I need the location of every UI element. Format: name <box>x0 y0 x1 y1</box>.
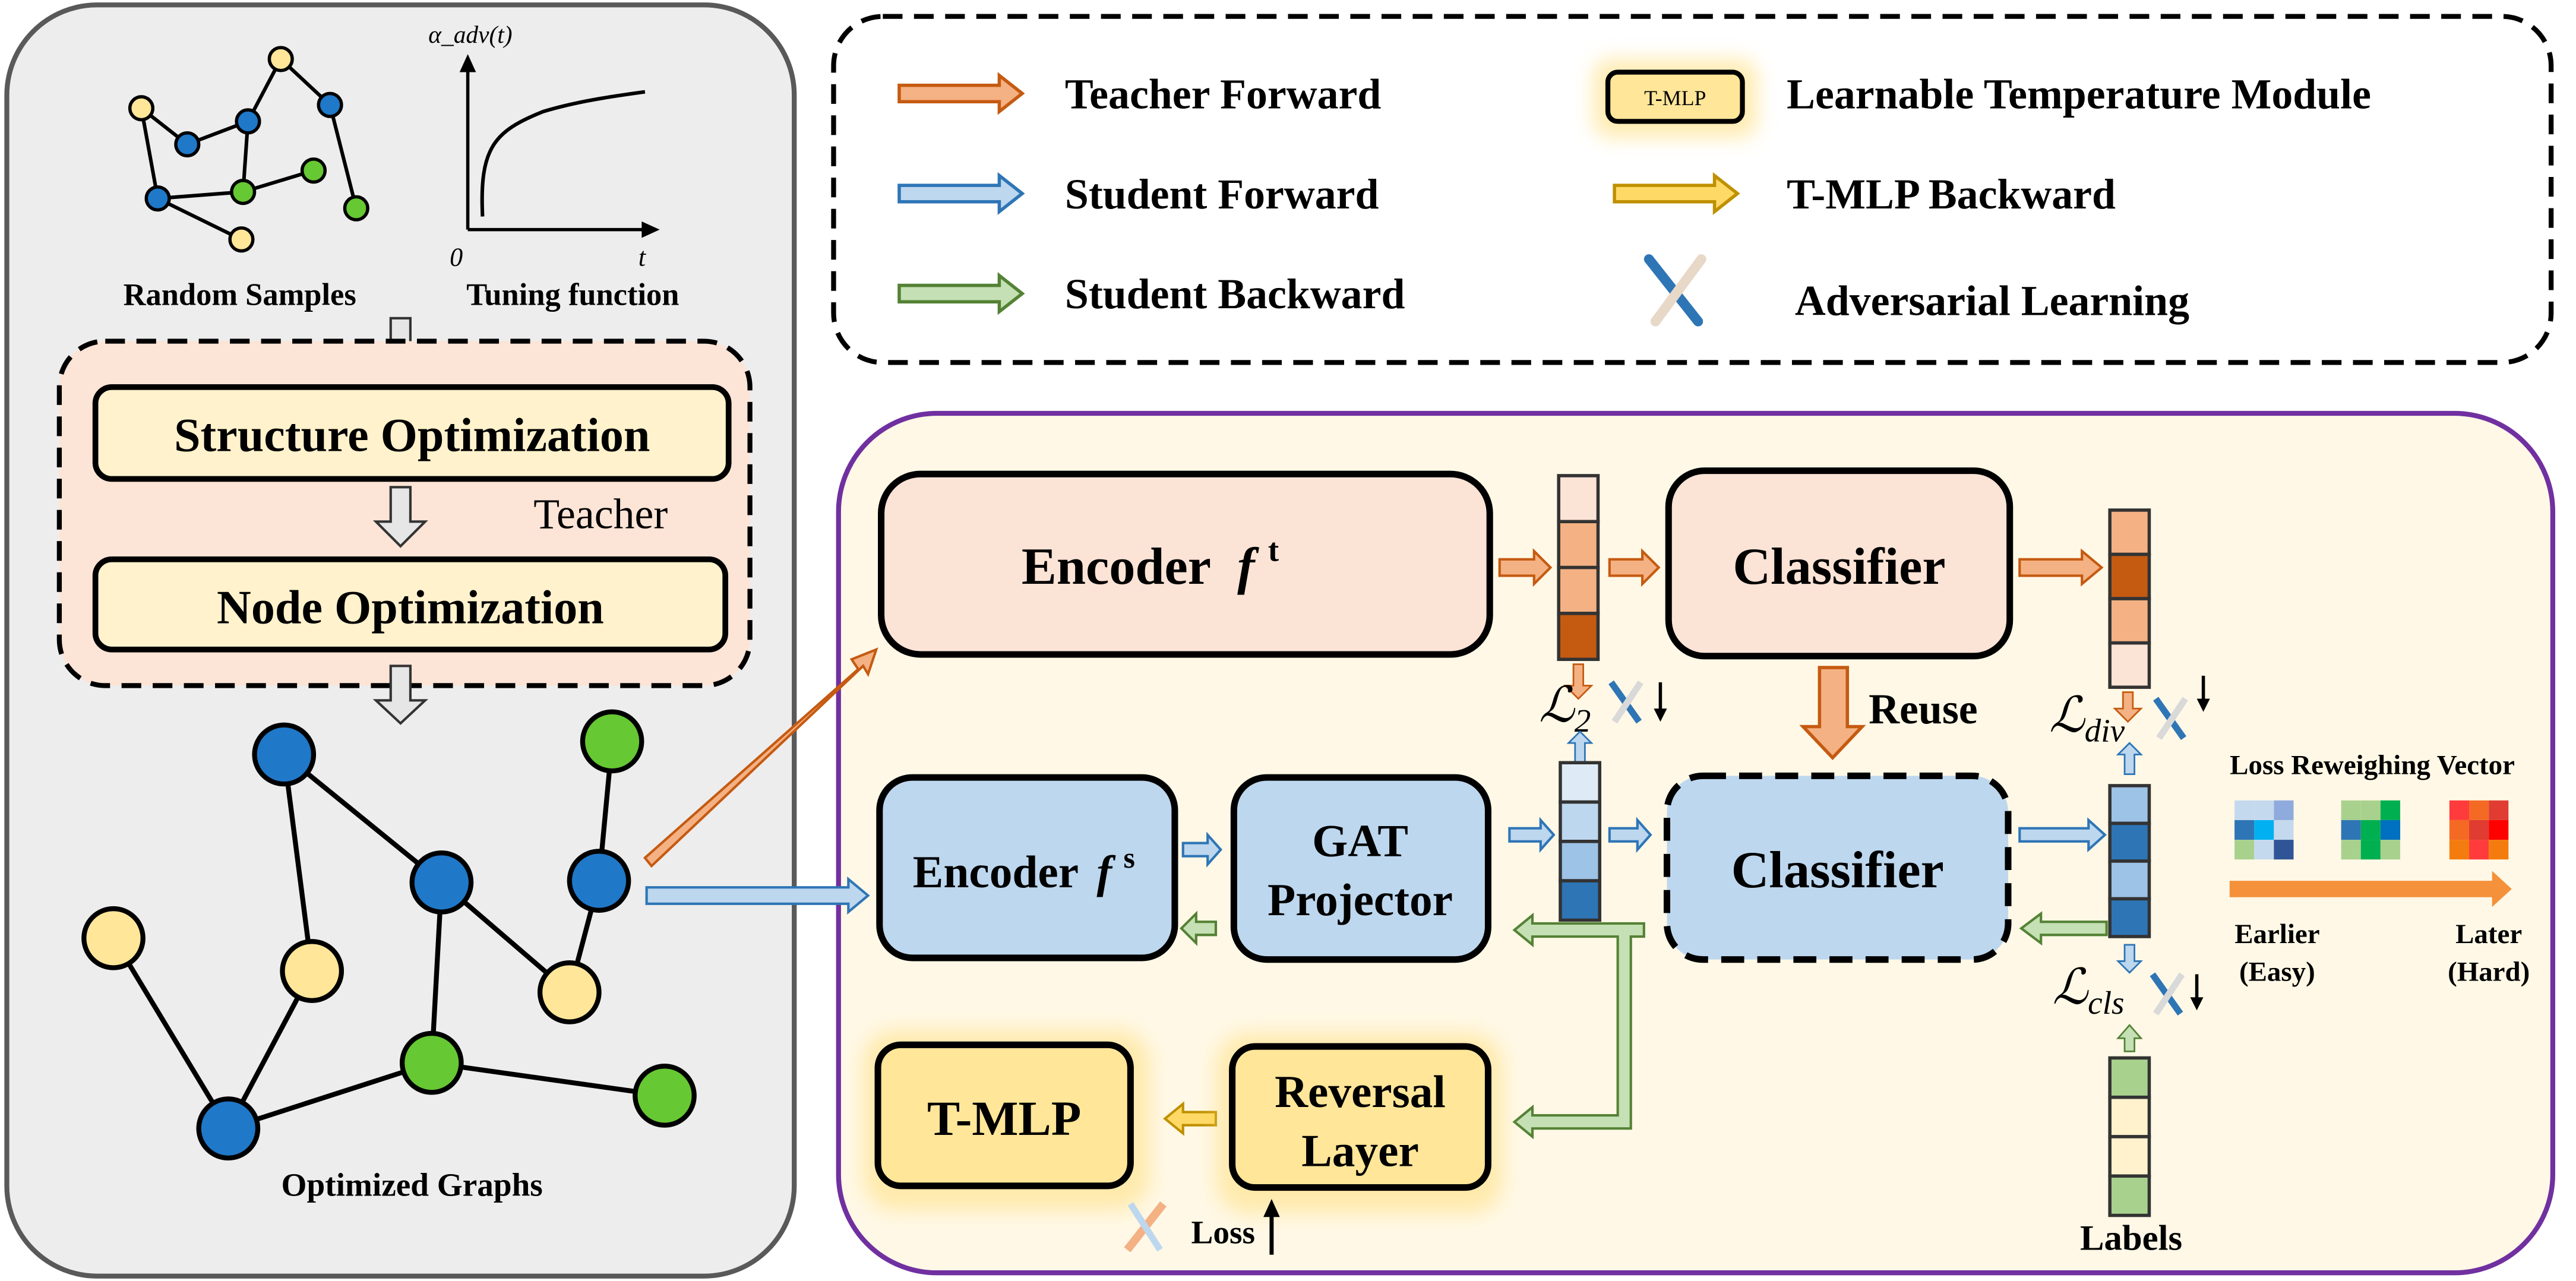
optimized-graphs-label: Optimized Graphs <box>282 1166 543 1203</box>
swords-icon <box>1608 680 1643 724</box>
tmlp-label: T-MLP <box>927 1091 1081 1146</box>
teacher-group-label: Teacher <box>533 490 668 537</box>
teacher-feature-vector <box>1557 474 1600 662</box>
legend-arrow-tmlp-backward <box>1613 172 1740 215</box>
later-sub-label: (Hard) <box>2448 957 2530 988</box>
reversal-layer-box[interactable] <box>1229 1043 1491 1191</box>
legend-panel: Teacher Forward Student Forward Student … <box>831 14 2554 365</box>
student-classifier-box[interactable] <box>1663 772 2012 963</box>
student-classifier-label: Classifier <box>1731 841 1944 899</box>
up-arrow-icon <box>1263 1198 1280 1255</box>
reweigh-title: Loss Reweighing Vector <box>2230 750 2515 781</box>
reweigh-grid-mid <box>2341 800 2401 860</box>
down-arrow-icon <box>2190 974 2204 1011</box>
down-arrow-icon <box>2196 675 2210 712</box>
student-forward-arrow <box>645 876 870 915</box>
left-panel: Random Samples α_adv(t) 0 t Tuning funct… <box>4 2 797 1279</box>
swords-icon <box>1124 1201 1167 1252</box>
tuning-axis-y: α_adv(t) <box>428 21 512 49</box>
student-output-vector <box>2108 784 2151 938</box>
gat-projector-box[interactable] <box>1230 774 1491 963</box>
main-panel: Encoder f t Classifier Reus <box>643 410 2556 1276</box>
student-forward-arrow <box>2116 944 2143 974</box>
student-backward-arrow <box>2116 1024 2143 1052</box>
legend-tmlp-box <box>1605 69 1745 124</box>
loss-label: Loss <box>1191 1214 1255 1250</box>
student-forward-arrow <box>1181 831 1223 868</box>
student-forward-arrow <box>1566 730 1594 764</box>
tuning-function-label: Tuning function <box>466 278 679 312</box>
random-samples-label: Random Samples <box>124 278 356 312</box>
optimized-graph <box>81 709 697 1161</box>
teacher-encoder-box[interactable] <box>878 470 1493 658</box>
loss-l2-label: ℒ2 <box>1539 678 1591 739</box>
later-label: Later <box>2455 919 2522 950</box>
reweigh-grid-early <box>2234 800 2294 860</box>
earlier-sub-label: (Easy) <box>2239 957 2315 988</box>
reversal-layer-label-line1: Reversal <box>1275 1066 1446 1117</box>
teacher-forward-arrow <box>1608 548 1661 587</box>
reuse-arrow <box>1799 666 1866 760</box>
teacher-forward-arrow <box>1563 663 1594 700</box>
legend-arrow-teacher-forward <box>897 72 1025 115</box>
node-optimization-box[interactable] <box>92 556 729 653</box>
down-arrow-icon <box>372 665 429 725</box>
student-backward-arrow <box>1180 910 1218 947</box>
student-forward-arrow <box>2116 742 2143 775</box>
reversal-layer-label-line2: Layer <box>1301 1125 1419 1176</box>
tuning-axis-x: t <box>639 242 647 271</box>
student-forward-arrow <box>2018 817 2107 853</box>
legend-tmlp-box-label: T-MLP <box>1644 86 1706 110</box>
legend-label: Teacher Forward <box>1065 70 1381 118</box>
legend-label: T-MLP Backward <box>1787 170 2116 218</box>
student-encoder-label: Encoder f s <box>913 842 1135 897</box>
labels-vector <box>2108 1056 2151 1217</box>
structure-optimization-label: Structure Optimization <box>174 410 650 462</box>
gat-projector-label-line1: GAT <box>1312 815 1408 866</box>
tuning-axis-origin: 0 <box>450 242 463 271</box>
teacher-output-vector <box>2108 508 2151 689</box>
labels-label: Labels <box>2080 1219 2182 1258</box>
loss-cls-label: ℒcls <box>2053 960 2125 1021</box>
swords-icon <box>2153 697 2188 741</box>
student-forward-arrow <box>1508 817 1556 853</box>
earlier-label: Earlier <box>2234 919 2319 950</box>
legend-arrow-student-forward <box>897 172 1025 215</box>
student-encoder-box[interactable] <box>876 774 1178 961</box>
teacher-forward-arrow <box>1498 548 1553 587</box>
swords-icon <box>2150 972 2185 1016</box>
gat-projector-label-line2: Projector <box>1268 874 1453 925</box>
tmlp-box[interactable] <box>874 1041 1134 1190</box>
teacher-forward-arrow <box>2018 548 2104 587</box>
structure-optimization-box[interactable] <box>92 384 732 482</box>
legend-label: Learnable Temperature Module <box>1787 70 2371 118</box>
student-backward-elbow-arrow <box>1512 912 1645 1140</box>
down-arrow-icon <box>372 486 428 548</box>
node-optimization-label: Node Optimization <box>217 582 604 634</box>
swords-icon <box>1643 254 1706 327</box>
teacher-classifier-box[interactable] <box>1665 467 2014 660</box>
teacher-classifier-label: Classifier <box>1733 537 1945 596</box>
teacher-forward-arrow <box>643 647 878 868</box>
teacher-forward-arrow <box>2113 691 2143 723</box>
reuse-label: Reuse <box>1869 685 1977 733</box>
legend-label: Student Backward <box>1065 270 1405 318</box>
reweigh-grid-late <box>2449 800 2509 860</box>
legend-arrow-student-backward <box>897 272 1025 315</box>
student-forward-arrow <box>1608 817 1652 853</box>
random-samples-graph <box>128 46 369 253</box>
student-backward-arrow <box>2019 911 2108 946</box>
student-feature-vector <box>1559 761 1602 922</box>
legend-label: Student Forward <box>1065 170 1379 218</box>
loss-div-label: ℒdiv <box>2049 688 2125 749</box>
tmlp-backward-arrow <box>1163 1101 1218 1136</box>
legend-label: Adversarial Learning <box>1795 277 2189 324</box>
down-arrow-icon <box>1654 682 1667 722</box>
progression-arrow <box>2229 871 2512 907</box>
teacher-encoder-label: Encoder f t <box>1022 532 1279 596</box>
tuning-function-plot: α_adv(t) 0 t <box>428 21 660 271</box>
